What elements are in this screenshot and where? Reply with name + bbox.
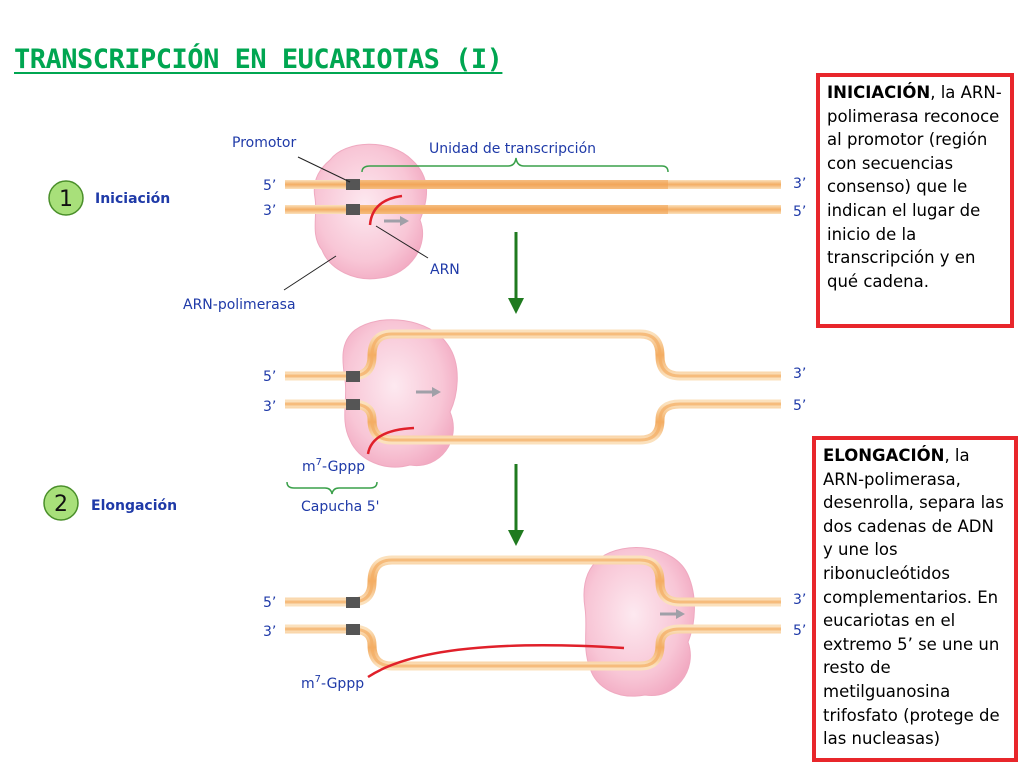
polymerase-leader-line xyxy=(283,255,337,291)
five-prime-label: 5’ xyxy=(793,204,806,220)
rna-leader-line xyxy=(375,225,429,259)
rna-strand xyxy=(367,644,625,679)
three-prime-label: 3’ xyxy=(793,592,806,608)
transcription-unit-label: Unidad de transcripción xyxy=(429,141,596,157)
initiation-keyword: INICIACIÓN xyxy=(827,83,931,102)
elongation-keyword: ELONGACIÓN xyxy=(823,446,945,465)
cap-label: m7-Gppp xyxy=(301,674,364,692)
three-prime-label: 3’ xyxy=(793,176,806,192)
three-prime-label: 3’ xyxy=(263,399,276,415)
transcription-unit-brace xyxy=(361,157,669,173)
promotor-leader-line xyxy=(297,156,351,183)
page-title: TRANSCRIPCIÓN EN EUCARIOTAS (I) xyxy=(14,44,503,75)
five-prime-label: 5’ xyxy=(263,595,276,611)
step-1-label: Iniciación xyxy=(95,191,170,207)
five-prime-label: 5’ xyxy=(263,369,276,385)
five-prime-label: 5’ xyxy=(793,623,806,639)
step-arrow-1 xyxy=(508,232,524,314)
three-prime-label: 3’ xyxy=(263,203,276,219)
step-arrow-2 xyxy=(508,464,524,546)
elongation-scene-1 xyxy=(285,319,781,495)
rna-polymerase-blob xyxy=(583,547,695,697)
elongation-scene-2 xyxy=(285,547,781,697)
rna-label: ARN xyxy=(430,262,460,278)
three-prime-label: 3’ xyxy=(263,624,276,640)
step-2-number: 2 xyxy=(54,492,68,517)
promoter-marker-bottom xyxy=(346,624,360,635)
rna-polymerase-label: ARN-polimerasa xyxy=(183,297,296,313)
step-1-badge: 1 xyxy=(48,180,84,216)
transcription-unit-segment-bottom xyxy=(360,205,668,214)
rna-strand xyxy=(368,194,403,226)
promoter-marker-bottom xyxy=(346,204,360,215)
step-2-badge: 2 xyxy=(43,485,79,521)
five-prime-label: 5’ xyxy=(793,398,806,414)
promoter-marker-top xyxy=(346,597,360,608)
five-prime-label: 5’ xyxy=(263,178,276,194)
rna-polymerase-blob xyxy=(342,319,458,468)
cap-brace xyxy=(286,481,378,495)
promoter-marker-top xyxy=(346,371,360,382)
initiation-text: , la ARN-polimerasa reconoce al promotor… xyxy=(827,83,1002,291)
initiation-scene xyxy=(283,143,781,291)
step-2-label: Elongación xyxy=(91,498,177,514)
cap-label: m7-Gppp xyxy=(302,457,365,475)
promoter-marker-top xyxy=(346,179,360,190)
three-prime-label: 3’ xyxy=(793,366,806,382)
elongation-description-box: ELONGACIÓN, la ARN-polimerasa, desenroll… xyxy=(812,436,1018,762)
cap-5-label: Capucha 5' xyxy=(301,499,379,515)
promoter-marker-bottom xyxy=(346,399,360,410)
promotor-label: Promotor xyxy=(232,135,296,151)
initiation-description-box: INICIACIÓN, la ARN-polimerasa reconoce a… xyxy=(816,73,1014,328)
elongation-text: , la ARN-polimerasa, desenrolla, separa … xyxy=(823,446,1004,749)
rna-strand xyxy=(366,426,415,455)
dna-strand-top xyxy=(285,555,781,607)
step-1-number: 1 xyxy=(59,187,73,212)
transcription-unit-segment-top xyxy=(360,180,668,189)
